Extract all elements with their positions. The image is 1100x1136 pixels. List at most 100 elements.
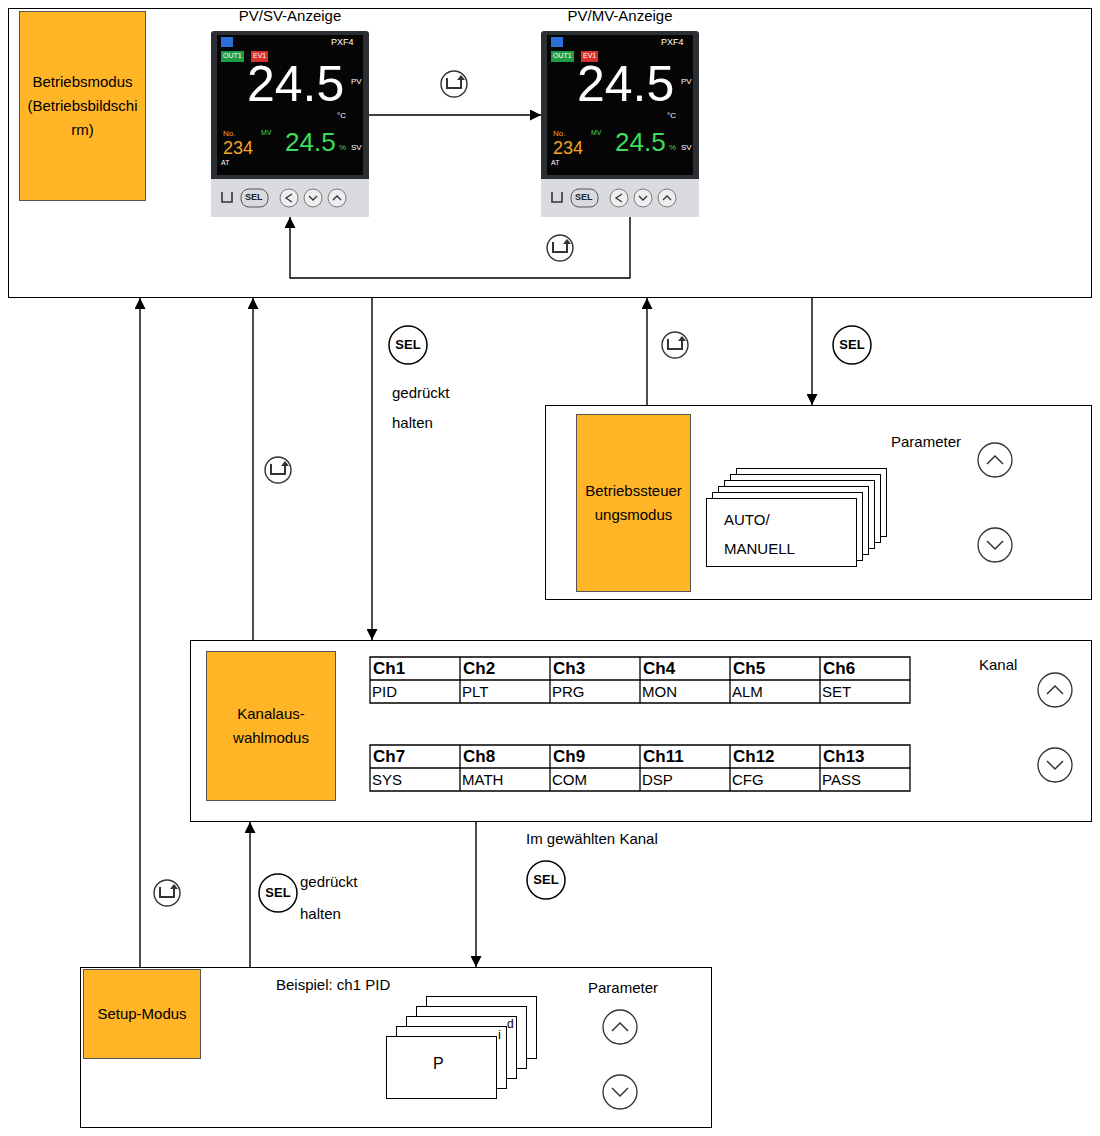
key-strip [541, 179, 699, 217]
mode-panel: BetriebssteuerungsmodusParameterAUTO/ MA… [545, 405, 1092, 600]
return-key [441, 71, 467, 97]
example-label: Beispiel: ch1 PID [276, 976, 390, 995]
display-caption: PV/SV-Anzeige [199, 7, 381, 26]
channel-number: Ch5 [733, 659, 765, 679]
number-value: 234 [223, 139, 253, 157]
channel-name: ALM [732, 683, 763, 701]
channel-name: MON [642, 683, 677, 701]
parameter-name: AUTO/ MANUELL [724, 506, 814, 563]
channel-name: CFG [732, 771, 764, 789]
down-button [1038, 748, 1072, 782]
mode-panel: Kanalaus- wahlmodus Kanal [190, 640, 1092, 822]
arrow-key [280, 189, 298, 207]
parameter-stack: Pid [386, 996, 536, 1101]
arrow-key [658, 189, 676, 207]
mode-title: Betriebsmodus (Betriebsbildschirm) [19, 11, 146, 201]
arrow-key [634, 189, 652, 207]
sv-value: 24.5 [615, 129, 666, 155]
flow-arrow [811, 298, 812, 405]
key-label: SEL [258, 885, 298, 901]
display-legend: MV [591, 129, 602, 138]
channel-name: PLT [462, 683, 488, 701]
key-strip [211, 179, 369, 217]
down-button [978, 528, 1012, 562]
display-legend: SV [681, 143, 692, 153]
unit: °C [667, 111, 676, 121]
channel-number: Ch8 [463, 747, 495, 767]
sel-key [833, 326, 871, 364]
sel-key [571, 189, 598, 207]
display-legend: SV [351, 143, 362, 153]
number-value: 234 [553, 139, 583, 157]
mode-title: Setup-Modus [83, 969, 201, 1059]
display-legend: AT [221, 159, 229, 168]
channel-number: Ch7 [373, 747, 405, 767]
controller-display: PV/SV-AnzeigePXF4OUT1EV124.5PV°CNo.234MV… [211, 31, 369, 217]
parameter-label: Parameter [588, 979, 658, 998]
bezel [541, 31, 699, 217]
return-key [552, 192, 562, 202]
sel-key [527, 861, 565, 899]
arrow-key-symbol [333, 196, 341, 200]
channel-number: Ch9 [553, 747, 585, 767]
arrow-key [304, 189, 322, 207]
channel-label: Kanal [979, 656, 1017, 675]
channel-number: Ch13 [823, 747, 865, 767]
return-key [547, 235, 573, 261]
flow-arrow [249, 822, 250, 967]
parameter-name: P [433, 1054, 444, 1074]
key-label: SEL [526, 872, 566, 888]
channel-number: Ch12 [733, 747, 775, 767]
return-key [222, 192, 232, 202]
display-legend: PV [351, 77, 362, 87]
display-caption: PV/MV-Anzeige [529, 7, 711, 26]
display-legend: AT [551, 159, 559, 168]
note-label: gedrückt halten [300, 866, 372, 929]
up-button [1038, 673, 1072, 707]
table-grid [370, 657, 910, 791]
arrow-key-symbol [639, 196, 647, 200]
arrow-key [610, 189, 628, 207]
status-lamp: OUT1 [551, 51, 574, 62]
parameter-name: d [507, 1017, 514, 1032]
sv-value: 24.5 [285, 129, 336, 155]
mode-panel: Betriebsmodus (Betriebsbildschirm) PV/SV-… [8, 8, 1092, 298]
key-label: SEL [575, 192, 593, 203]
return-key [154, 880, 180, 906]
up-button [603, 1010, 637, 1044]
card-stack [386, 996, 538, 1100]
bezel [211, 31, 369, 217]
screen [217, 35, 363, 175]
arrow-key-symbol [663, 196, 671, 200]
flow-arrow [139, 298, 140, 967]
pv-value: 24.5 [247, 59, 344, 109]
display-legend: No. [223, 129, 235, 139]
model-name: PXF4 [661, 37, 684, 48]
mode-title: Kanalaus- wahlmodus [206, 651, 336, 801]
flow-arrow [369, 114, 541, 115]
parameter-card [707, 499, 857, 567]
key-label: SEL [832, 337, 872, 353]
note-label: Im gewählten Kanal [526, 830, 658, 849]
display-legend: No. [553, 129, 565, 139]
channel-number: Ch11 [643, 747, 684, 767]
arrow-key-symbol [616, 194, 622, 202]
channel-name: COM [552, 771, 587, 789]
channel-name: SET [822, 683, 851, 701]
channel-number: Ch4 [643, 659, 675, 679]
arrow-key-symbol [309, 196, 317, 200]
return-key [662, 332, 688, 358]
sel-key-symbols [259, 326, 871, 912]
down-button [603, 1075, 637, 1109]
parameter-card [387, 1037, 497, 1099]
flow-arrow [371, 298, 372, 640]
pv-value: 24.5 [577, 59, 674, 109]
flow-arrow [252, 298, 253, 640]
mode-panel: Setup-Modus Beispiel: ch1 PID ParameterPid [80, 967, 712, 1128]
mode-title: Betriebssteuerungsmodus [576, 414, 691, 592]
channel-number: Ch1 [373, 659, 405, 679]
display-legend: MV [261, 129, 272, 138]
status-lamp: OUT1 [221, 51, 244, 62]
